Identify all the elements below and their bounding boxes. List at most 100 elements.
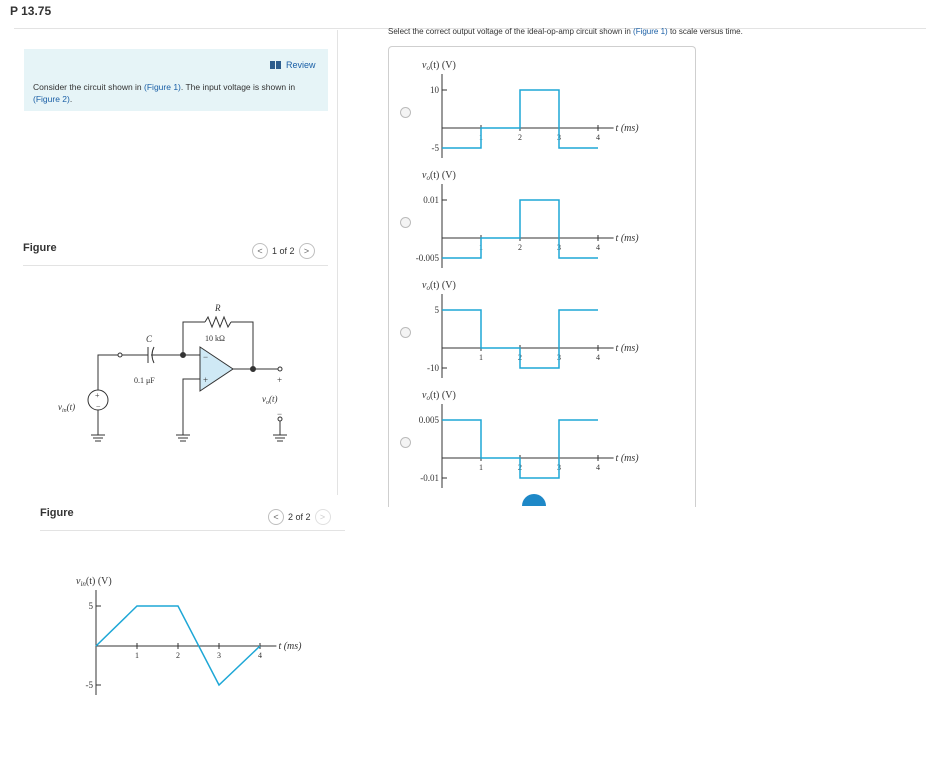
next-figure-button[interactable]: > (314, 509, 331, 525)
review-label: Review (286, 60, 316, 70)
output-minus: − (277, 409, 282, 419)
source-minus: − (96, 402, 101, 411)
y-tick-label: 10 (430, 85, 440, 95)
prompt-text: Consider the circuit shown in (33, 82, 145, 92)
y-tick-label: 5 (435, 305, 440, 315)
op-amp (199, 346, 234, 392)
y-tick-label: 0.005 (419, 415, 440, 425)
y-axis-label: vo(t) (V) (422, 60, 456, 72)
question-text-part: Select the correct output voltage of the… (388, 27, 634, 36)
x-axis-label: t (ms) (278, 641, 302, 652)
output-waveform-line (442, 309, 598, 369)
opamp-minus: − (203, 352, 208, 362)
column-divider (337, 30, 338, 495)
y-tick-label: -0.01 (420, 473, 439, 483)
x-tick-label: 2 (518, 243, 522, 252)
prev-figure-button[interactable]: < (252, 243, 268, 259)
x-tick-label: 2 (176, 651, 180, 660)
resistor-value: 10 kΩ (205, 334, 225, 343)
output-voltage-label: vo(t) (262, 394, 278, 406)
y-axis-label-sub: o (426, 174, 430, 182)
y-axis-label-tail: (t) (V) (86, 576, 112, 587)
figure2-heading: Figure (40, 507, 74, 519)
x-tick-label: 4 (596, 463, 600, 472)
help-badge[interactable] (520, 494, 548, 506)
y-axis-label-sub: o (426, 394, 430, 402)
x-tick-label: 2 (518, 133, 522, 142)
y-axis-label-tail: (t) (V) (430, 170, 456, 181)
y-axis-label: vo(t) (V) (422, 280, 456, 292)
figure1-heading: Figure (23, 242, 57, 254)
y-axis-label: vin(t) (V) (76, 576, 112, 588)
header-divider (14, 28, 926, 29)
prompt-panel (24, 49, 328, 111)
y-tick-label: 5 (89, 601, 94, 611)
x-tick-label: 1 (479, 463, 483, 472)
x-axis-label: t (ms) (616, 233, 640, 244)
figure1-link[interactable]: (Figure 1) (144, 82, 181, 92)
option-a-radio[interactable] (400, 107, 411, 118)
input-voltage-label: vin(t) (58, 402, 75, 414)
y-tick-label: -5 (86, 680, 94, 690)
answer-options-card (388, 46, 696, 507)
y-axis-label-main: v (422, 170, 427, 181)
resistor-label: R (214, 303, 221, 313)
y-axis-label-main: v (422, 280, 427, 291)
review-link[interactable]: Review (270, 60, 316, 70)
y-axis-label-main: v (422, 60, 427, 71)
option-c-radio[interactable] (400, 327, 411, 338)
output-plus: + (277, 375, 282, 385)
x-tick-label: 4 (596, 243, 600, 252)
figure2-link[interactable]: (Figure 2) (33, 94, 70, 104)
y-axis-label: vo(t) (V) (422, 390, 456, 402)
problem-title: P 13.75 (10, 4, 52, 18)
x-axis-label: t (ms) (616, 123, 640, 134)
question-text-part: to scale versus time. (667, 27, 743, 36)
prev-figure-button[interactable]: < (268, 509, 284, 525)
next-figure-button[interactable]: > (298, 243, 315, 259)
option-d-radio[interactable] (400, 437, 411, 448)
prompt-text: . (69, 94, 73, 104)
y-axis-label-tail: (t) (V) (430, 280, 456, 291)
y-axis-label-sub: o (426, 64, 430, 72)
y-axis-label-main: v (76, 576, 81, 587)
figure2-page-count: 2 of 2 (288, 512, 311, 522)
question-text: Select the correct output voltage of the… (388, 27, 743, 36)
book-icon (270, 61, 282, 69)
x-tick-label: 1 (479, 353, 483, 362)
output-waveform-line (442, 419, 598, 479)
y-axis-label-tail: (t) (V) (430, 60, 456, 71)
figure2-pager: < 2 of 2 > (268, 509, 331, 525)
x-tick-label: 3 (217, 651, 221, 660)
y-axis-label-tail: (t) (V) (430, 390, 456, 401)
y-tick-label: 0.01 (423, 195, 439, 205)
question-figure1-link[interactable]: (Figure 1) (633, 27, 668, 36)
input-waveform-line (95, 605, 261, 687)
y-tick-label: -0.005 (416, 253, 440, 263)
problem-prompt: Consider the circuit shown in (Figure 1)… (33, 81, 323, 105)
option-b-radio[interactable] (400, 217, 411, 228)
output-waveform-line (442, 199, 598, 259)
x-tick-label: 4 (596, 133, 600, 142)
figure1-divider (23, 265, 328, 266)
capacitor-value: 0.1 μF (134, 376, 155, 385)
capacitor-label: C (146, 334, 153, 344)
x-tick-label: 4 (596, 353, 600, 362)
y-tick-label: -5 (432, 143, 440, 153)
y-axis-label-sub: o (426, 284, 430, 292)
output-waveform-line (442, 89, 598, 149)
x-axis-label: t (ms) (616, 343, 640, 354)
figure2-divider (40, 530, 345, 531)
x-axis-label: t (ms) (616, 453, 640, 464)
prompt-text: . The input voltage is shown in (180, 82, 296, 92)
y-axis-label-main: v (422, 390, 427, 401)
resistor (204, 315, 232, 329)
y-tick-label: -10 (427, 363, 439, 373)
y-axis-label: vo(t) (V) (422, 170, 456, 182)
opamp-plus: + (203, 375, 208, 385)
